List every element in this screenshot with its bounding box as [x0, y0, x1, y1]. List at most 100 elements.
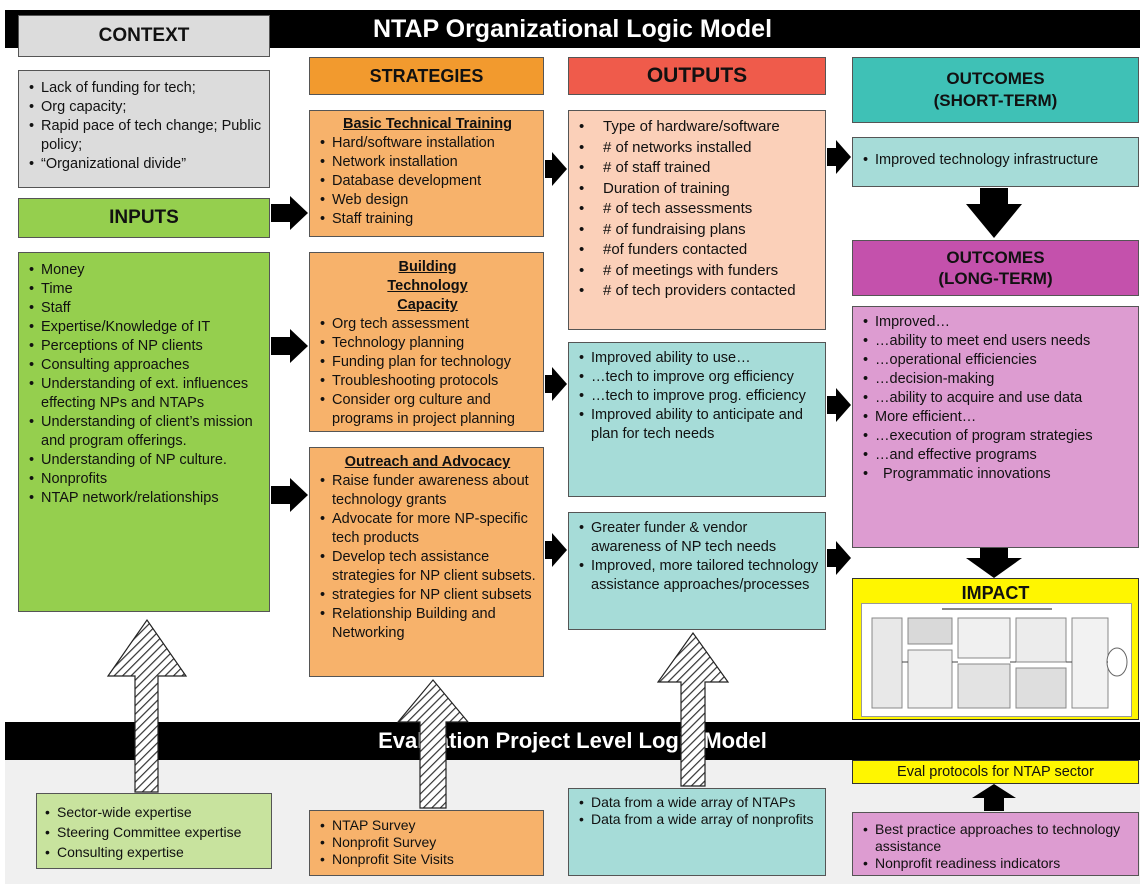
- outputs-list: Type of hardware/software # of networks …: [577, 117, 819, 302]
- outcomes-long-list: Improved… …ability to meet end users nee…: [861, 313, 1132, 484]
- outcomes-short-list: Improved technology infrastructure: [861, 151, 1132, 170]
- arrow-right-icon: [827, 541, 851, 575]
- list-item: Best practice approaches to technology a…: [861, 821, 1132, 855]
- list-item: Improved ability to anticipate and plan …: [577, 406, 819, 444]
- list-item: Develop tech assistance strategies for N…: [318, 548, 537, 586]
- outreach-advocacy-list: Raise funder awareness about technology …: [318, 472, 537, 643]
- list-item: More efficient…: [861, 408, 1132, 427]
- list-item: Consulting expertise: [43, 842, 265, 862]
- outputs-header: OUTPUTS: [568, 57, 826, 95]
- improved-ability-box: Improved ability to use… …tech to improv…: [568, 342, 826, 497]
- list-item: Staff training: [318, 210, 537, 229]
- list-item: Understanding of NP culture.: [27, 451, 263, 470]
- list-item: Improved, more tailored technology assis…: [577, 557, 819, 595]
- list-item: # of fundraising plans: [577, 220, 819, 241]
- arrow-down-icon: [966, 548, 1022, 578]
- context-header-label: CONTEXT: [98, 25, 190, 46]
- list-item: Understanding of client’s mission and pr…: [27, 413, 263, 451]
- arrow-right-icon: [271, 329, 308, 363]
- bottom-surveys-box: NTAP Survey Nonprofit Survey Nonprofit S…: [309, 810, 544, 876]
- outcomes-short-header-line1: OUTCOMES: [946, 69, 1045, 88]
- list-item: Greater funder & vendor awareness of NP …: [577, 519, 819, 557]
- context-header: CONTEXT: [18, 15, 270, 57]
- list-item: Type of hardware/software: [577, 117, 819, 138]
- list-item: Improved ability to use…: [577, 349, 819, 368]
- list-item: Steering Committee expertise: [43, 822, 265, 842]
- arrow-right-icon: [271, 478, 308, 512]
- greater-awareness-box: Greater funder & vendor awareness of NP …: [568, 512, 826, 630]
- bottom-expertise-box: Sector-wide expertise Steering Committee…: [36, 793, 272, 869]
- building-capacity-box: Building Technology Capacity Org tech as…: [309, 252, 544, 432]
- bottom-expertise-list: Sector-wide expertise Steering Committee…: [43, 802, 265, 862]
- bottom-best-box: Best practice approaches to technology a…: [852, 812, 1139, 876]
- context-box: Lack of funding for tech; Org capacity; …: [18, 70, 270, 188]
- arrow-down-icon: [966, 188, 1022, 238]
- list-item: Perceptions of NP clients: [27, 337, 263, 356]
- list-item: Consider org culture and programs in pro…: [318, 391, 537, 429]
- list-item: Advocate for more NP-specific tech produ…: [318, 510, 537, 548]
- context-list: Lack of funding for tech; Org capacity; …: [27, 79, 263, 174]
- outcomes-short-header-line2: (SHORT-TERM): [933, 91, 1058, 110]
- outcomes-long-header-line1: OUTCOMES: [946, 248, 1045, 267]
- list-item: Consulting approaches: [27, 356, 263, 375]
- bottom-best-list: Best practice approaches to technology a…: [861, 821, 1132, 872]
- list-item: Org tech assessment: [318, 315, 537, 334]
- strategies-header-label: STRATEGIES: [369, 65, 484, 86]
- impact-thumbnail: [861, 603, 1132, 717]
- list-item: Staff: [27, 299, 263, 318]
- list-item: Improved…: [861, 313, 1132, 332]
- eval-protocols-text: Eval protocols for NTAP sector: [897, 764, 1094, 780]
- bottom-surveys-list: NTAP Survey Nonprofit Survey Nonprofit S…: [318, 817, 537, 868]
- impact-box: IMPACT: [852, 578, 1139, 720]
- list-item: Nonprofit Site Visits: [318, 851, 537, 868]
- inputs-header: INPUTS: [18, 198, 270, 238]
- list-item: …ability to meet end users needs: [861, 332, 1132, 351]
- arrow-right-icon: [827, 388, 851, 422]
- list-item: Web design: [318, 191, 537, 210]
- list-item: …decision-making: [861, 370, 1132, 389]
- eval-protocols-label: Eval protocols for NTAP sector: [852, 760, 1139, 784]
- inputs-list: Money Time Staff Expertise/Knowledge of …: [27, 261, 263, 508]
- hatched-arrow-up-icon: [106, 618, 188, 793]
- list-item: Data from a wide array of NTAPs: [577, 794, 819, 811]
- list-item: Relationship Building and Networking: [318, 605, 537, 643]
- list-item: # of tech assessments: [577, 199, 819, 220]
- basic-training-list: Hard/software installation Network insta…: [318, 134, 537, 229]
- list-item: Understanding of ext. influences effecti…: [27, 375, 263, 413]
- list-item: Time: [27, 280, 263, 299]
- building-capacity-title: Building Technology Capacity: [387, 259, 468, 313]
- outputs-header-label: OUTPUTS: [646, 64, 748, 87]
- bottom-data-box: Data from a wide array of NTAPs Data fro…: [568, 788, 826, 876]
- arrow-right-icon: [545, 152, 567, 186]
- outcomes-short-box: Improved technology infrastructure: [852, 137, 1139, 187]
- outcomes-long-header: OUTCOMES (LONG-TERM): [852, 240, 1139, 296]
- list-item: # of staff trained: [577, 158, 819, 179]
- list-item: …and effective programs: [861, 446, 1132, 465]
- list-item: …execution of program strategies: [861, 427, 1132, 446]
- outcomes-long-box: Improved… …ability to meet end users nee…: [852, 306, 1139, 548]
- arrow-right-icon: [545, 367, 567, 401]
- list-item: NTAP Survey: [318, 817, 537, 834]
- logic-model-thumbnail-icon: [862, 604, 1131, 716]
- list-item: …operational efficiencies: [861, 351, 1132, 370]
- basic-training-box: Basic Technical Training Hard/software i…: [309, 110, 544, 237]
- list-item: Raise funder awareness about technology …: [318, 472, 537, 510]
- list-item: Duration of training: [577, 179, 819, 200]
- list-item: Nonprofit readiness indicators: [861, 855, 1132, 872]
- list-item: Database development: [318, 172, 537, 191]
- list-item: Troubleshooting protocols: [318, 372, 537, 391]
- basic-training-title: Basic Technical Training: [343, 116, 512, 132]
- arrow-up-icon: [972, 784, 1016, 811]
- list-item: # of meetings with funders: [577, 261, 819, 282]
- outputs-box: Type of hardware/software # of networks …: [568, 110, 826, 330]
- improved-ability-list: Improved ability to use… …tech to improv…: [577, 349, 819, 444]
- list-item: “Organizational divide”: [27, 155, 263, 174]
- list-item: Sector-wide expertise: [43, 802, 265, 822]
- impact-header: IMPACT: [961, 583, 1030, 603]
- list-item: #of funders contacted: [577, 240, 819, 261]
- outcomes-long-header-line2: (LONG-TERM): [938, 269, 1053, 288]
- outcomes-short-header: OUTCOMES (SHORT-TERM): [852, 57, 1139, 123]
- list-item: Rapid pace of tech change; Public policy…: [27, 117, 263, 155]
- list-item: Expertise/Knowledge of IT: [27, 318, 263, 337]
